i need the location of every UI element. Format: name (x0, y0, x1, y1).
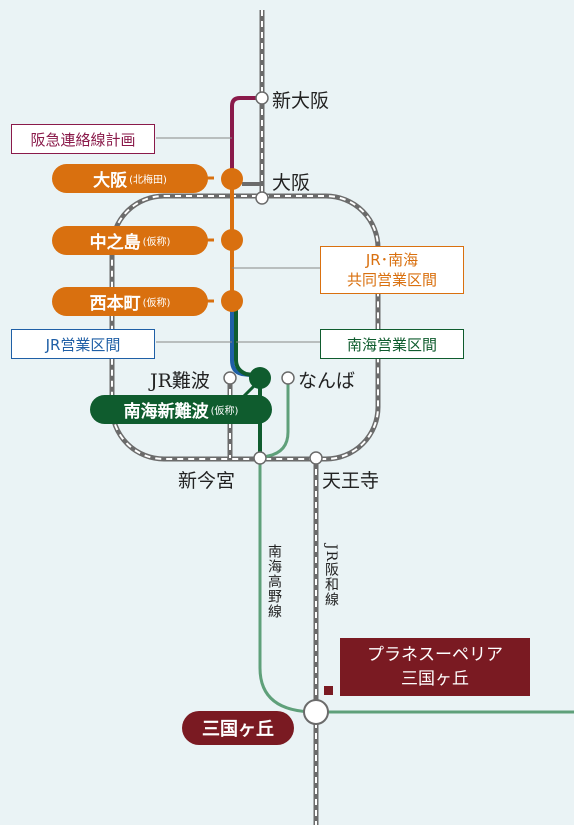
station-label-tennoji: 天王寺 (322, 470, 380, 492)
planned-station-nakanoshima: 中之島(仮称) (52, 226, 208, 255)
station-marker-nishihommachi (221, 290, 243, 312)
planned-station-shin-namba-name: 南海新難波 (123, 402, 209, 422)
planned-station-kitaumeda-name: 大阪 (93, 171, 128, 191)
mikunigaoka-station-pill: 三国ヶ丘 (182, 711, 294, 745)
planned-station-shin-namba-note: (仮称) (210, 406, 239, 417)
station-marker-jr-namba (223, 371, 237, 385)
osaka-loop-line-dash (111, 195, 379, 460)
planned-station-nishihommachi: 西本町(仮称) (52, 287, 208, 316)
planned-station-kitaumeda-note: (北梅田) (129, 175, 167, 186)
station-marker-nakanoshima (221, 229, 243, 251)
planned-station-nakanoshima-name: 中之島 (89, 233, 141, 253)
hankyu-link-label: 阪急連絡線計画 (11, 124, 155, 154)
property-name-line2: 三国ヶ丘 (401, 669, 469, 689)
planned-station-nishihommachi-name: 西本町 (89, 294, 141, 314)
shared-section-label-line2: 共同営業区間 (346, 271, 437, 289)
planned-station-nishihommachi-note: (仮称) (142, 298, 171, 309)
station-marker-mikunigaoka (303, 699, 329, 725)
station-marker-shin-namba (249, 367, 271, 389)
station-marker-namba (281, 371, 295, 385)
jr-section-label: JR営業区間 (11, 329, 155, 359)
station-label-shin-osaka: 新大阪 (272, 90, 330, 112)
station-label-osaka: 大阪 (272, 172, 311, 194)
property-marker (324, 686, 333, 695)
station-marker-kitaumeda (221, 168, 243, 190)
station-label-namba: なんば (298, 370, 356, 392)
nankai-koya-line-label: 南海高野線 (266, 544, 282, 619)
station-label-shin-imamiya: 新今宮 (178, 470, 236, 492)
shared-section-label: JR･南海 共同営業区間 (320, 246, 464, 294)
nankai-section-line (234, 302, 261, 378)
station-marker-shin-imamiya (253, 451, 267, 465)
station-marker-shin-osaka (255, 91, 269, 105)
jr-hanwa-line-label: JR阪和線 (323, 544, 339, 608)
station-marker-tennoji (309, 451, 323, 465)
property-name-line1: プラネスーペリア (367, 645, 503, 665)
nankai-section-label: 南海営業区間 (320, 329, 464, 359)
nankai-namba-spur (259, 378, 290, 460)
station-label-jr-namba: JR難波 (150, 370, 210, 392)
shared-section-label-line1: JR･南海 (365, 251, 419, 269)
property-box: プラネスーペリア 三国ヶ丘 (340, 638, 530, 696)
planned-station-nakanoshima-note: (仮称) (142, 237, 171, 248)
planned-station-kitaumeda: 大阪(北梅田) (52, 164, 208, 193)
planned-station-shin-namba: 南海新難波(仮称) (90, 395, 272, 424)
station-marker-osaka (255, 191, 269, 205)
hankyu-link-line (230, 96, 262, 180)
